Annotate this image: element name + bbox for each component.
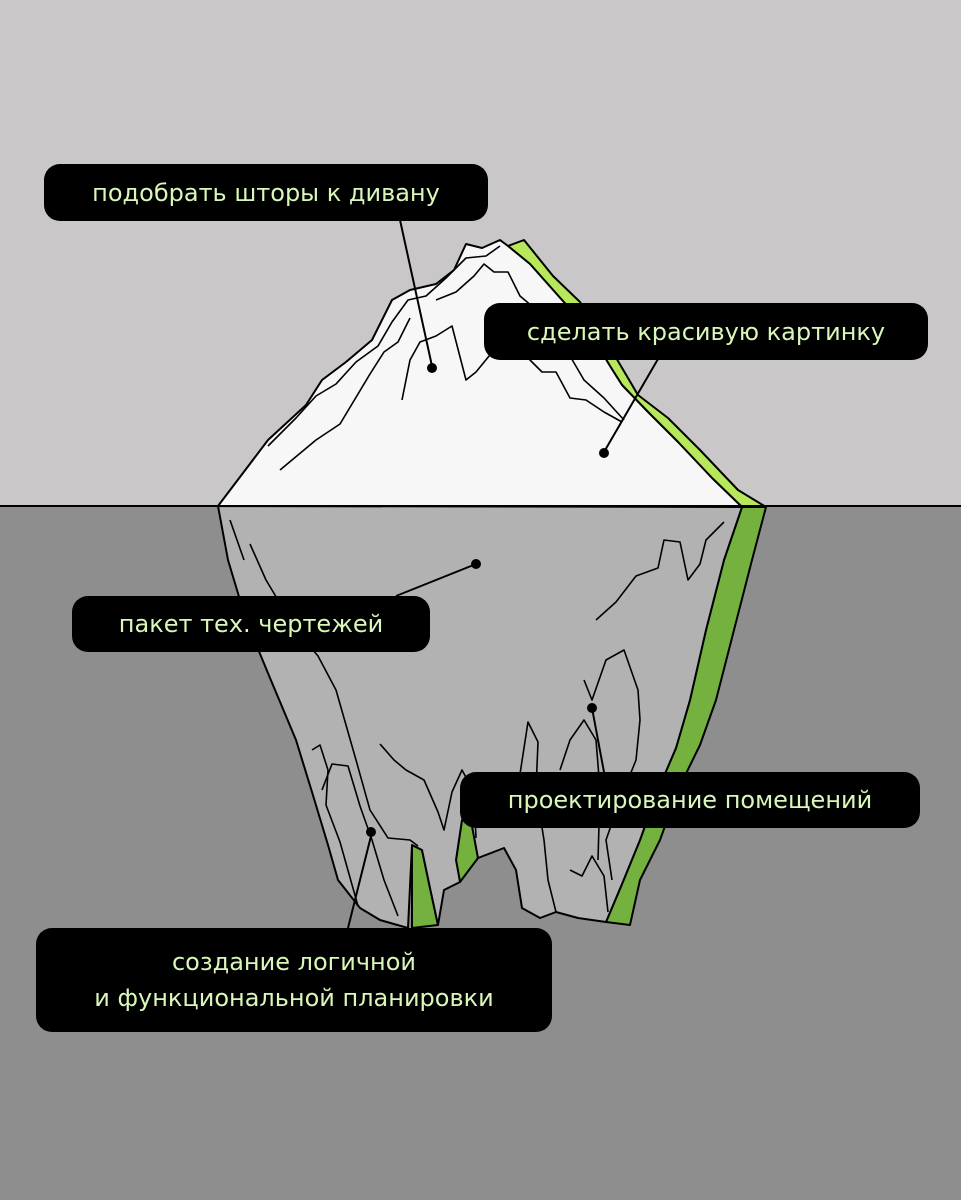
label-design-text: проектирование помещений [507,786,873,814]
anchor-dots [366,363,609,837]
connector-picture [603,358,659,453]
label-drawings: пакет тех. чертежей [72,596,430,652]
label-picture: сделать красивую картинку [484,303,928,360]
connector-design [591,707,605,773]
label-curtains-text: подобрать шторы к дивану [92,178,440,207]
label-design: проектирование помещений [460,772,920,828]
dot-curtains [427,363,437,373]
dot-picture [599,448,609,458]
connector-layout [347,831,373,929]
connectors [347,219,659,929]
label-curtains: подобрать шторы к дивану [44,164,488,221]
tip-facets [267,245,625,471]
connector-drawings [395,563,477,597]
dot-layout [366,827,376,837]
connector-curtains [399,219,433,367]
dot-design [587,703,597,713]
dot-drawings [471,559,481,569]
label-layout-line1: создание логичной [171,948,416,976]
label-drawings-text: пакет тех. чертежей [118,610,384,638]
label-layout: создание логичной и функциональной плани… [36,928,552,1032]
label-picture-text: сделать красивую картинку [526,317,886,346]
label-layout-line2: и функциональной планировки [94,984,494,1012]
